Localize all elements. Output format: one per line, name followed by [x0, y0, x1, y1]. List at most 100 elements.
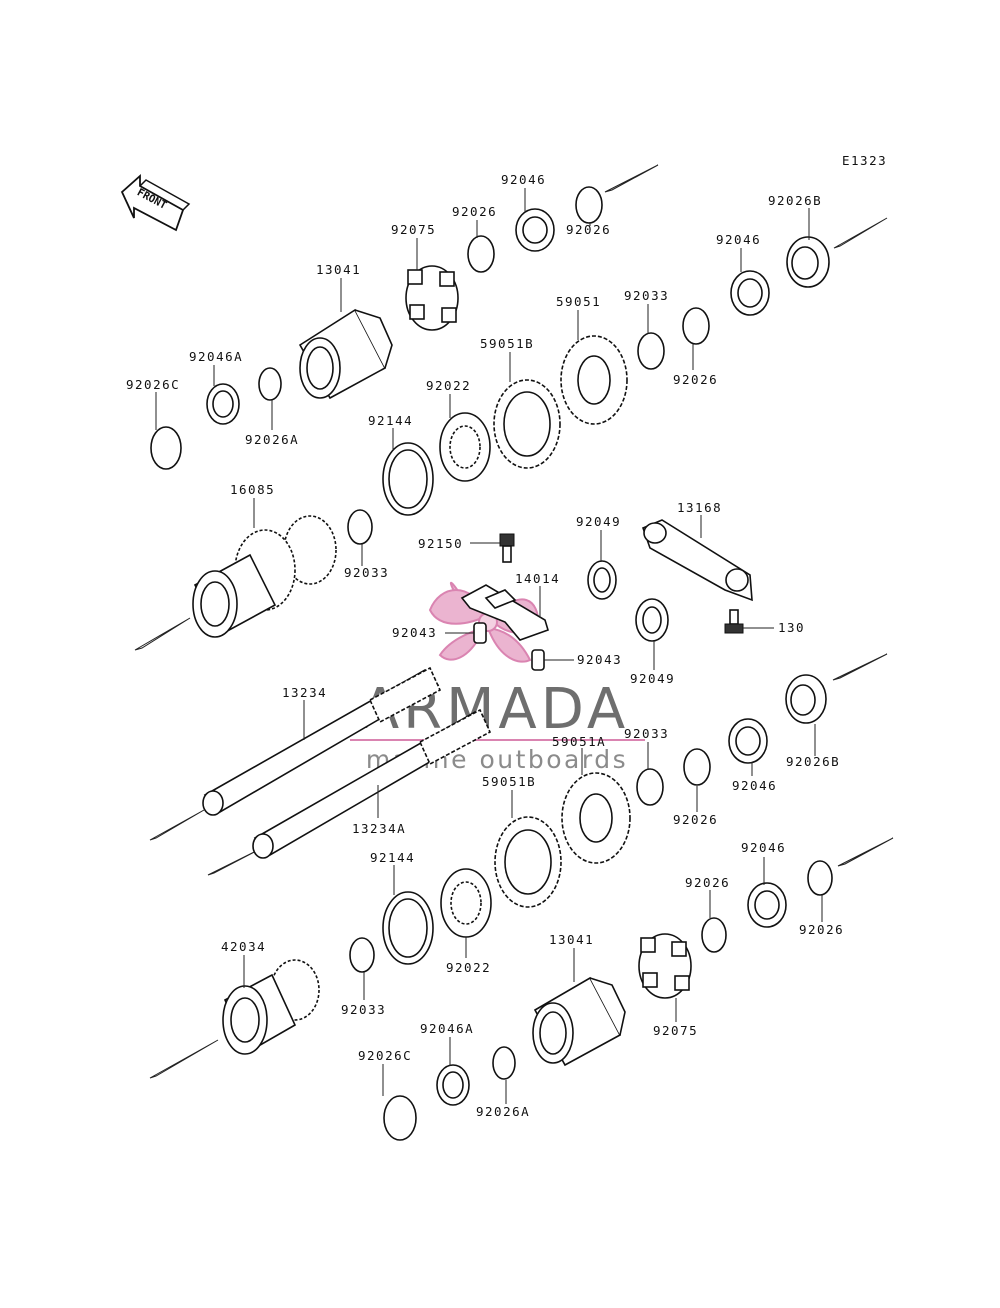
callout-59051B-top: 59051B	[480, 336, 534, 351]
part-92022-top	[439, 412, 491, 482]
callout-92033-bot: 92033	[341, 1002, 386, 1017]
callout-92033-mid2: 92033	[624, 726, 669, 741]
part-92046-top2	[730, 270, 770, 316]
callout-92075-top: 92075	[391, 222, 436, 237]
callout-13168: 13168	[677, 500, 722, 515]
part-92049-bot	[635, 598, 669, 642]
callout-92075-bot: 92075	[653, 1023, 698, 1038]
part-92033-mid1	[347, 509, 373, 545]
part-callouts: 13041 92075 92026 92046 92026 92026B 920…	[126, 172, 844, 1119]
part-92026A-bot	[492, 1046, 516, 1080]
callout-42034: 42034	[221, 939, 266, 954]
part-92026-mid	[683, 748, 711, 786]
axis-arrows	[134, 164, 894, 1079]
part-92046-top1	[515, 208, 555, 252]
part-14014	[460, 584, 549, 641]
callout-16085: 16085	[230, 482, 275, 497]
part-59051B-top	[493, 379, 561, 469]
part-59051A	[561, 772, 631, 864]
callout-59051: 59051	[556, 294, 601, 309]
callout-13234A: 13234A	[352, 821, 406, 836]
callout-92026-top3: 92026	[673, 372, 718, 387]
part-92046A-top	[206, 383, 240, 425]
part-13234	[202, 666, 442, 816]
part-92026-top2	[575, 186, 603, 224]
part-92022-bot	[440, 868, 492, 938]
callout-92043-right: 92043	[577, 652, 622, 667]
callout-92026-top2: 92026	[566, 222, 611, 237]
callout-92026-mid: 92026	[673, 812, 718, 827]
part-92026-bot1	[701, 917, 727, 953]
part-92026A-top	[258, 367, 282, 401]
callout-92022-top: 92022	[426, 378, 471, 393]
callout-92022-bot: 92022	[446, 960, 491, 975]
callout-92049-top: 92049	[576, 514, 621, 529]
part-92144-top	[382, 442, 434, 516]
callout-92026C-top: 92026C	[126, 377, 180, 392]
callout-92046A-bot: 92046A	[420, 1021, 474, 1036]
part-13234A	[252, 708, 492, 859]
part-13041-bot	[532, 976, 626, 1067]
part-92026-top1	[467, 235, 495, 273]
callout-92049-bot: 92049	[630, 671, 675, 686]
callout-13041-top: 13041	[316, 262, 361, 277]
part-13168	[641, 519, 753, 602]
callout-92033-top: 92033	[624, 288, 669, 303]
callout-92046A-top: 92046A	[189, 349, 243, 364]
callout-59051A: 59051A	[552, 734, 606, 749]
callout-59051B-bot: 59051B	[482, 774, 536, 789]
diagram-code: E1323	[842, 153, 887, 168]
part-92075-bot	[638, 933, 692, 999]
leader-lines	[155, 188, 823, 1104]
part-130	[724, 609, 744, 634]
part-92026C-top	[150, 426, 182, 470]
part-92046-bot	[747, 882, 787, 928]
callout-130: 130	[778, 620, 805, 635]
part-92144-bot	[382, 891, 434, 965]
callout-92144-top: 92144	[368, 413, 413, 428]
part-92075-top	[405, 265, 459, 331]
part-92026C-bot	[383, 1095, 417, 1141]
callout-14014: 14014	[515, 571, 560, 586]
callout-92150: 92150	[418, 536, 463, 551]
callout-92046-mid: 92046	[732, 778, 777, 793]
part-92043-right	[531, 649, 545, 671]
part-92046A-bot	[436, 1064, 470, 1106]
part-92033-bot	[349, 937, 375, 973]
callout-92033-mid1: 92033	[344, 565, 389, 580]
part-92033-mid2	[636, 768, 664, 806]
part-92046-mid	[728, 718, 768, 764]
part-59051B-bot	[494, 816, 562, 908]
part-92150	[499, 533, 515, 563]
callout-13234: 13234	[282, 685, 327, 700]
part-16085	[192, 515, 337, 638]
part-92033-top	[637, 332, 665, 370]
part-13041-top	[298, 308, 393, 400]
callout-92026B-top: 92026B	[768, 193, 822, 208]
front-arrow-icon: FRONT	[120, 173, 191, 232]
part-92049-top	[587, 560, 617, 600]
part-92026-top3	[682, 307, 710, 345]
part-92026B-mid	[785, 674, 827, 724]
callout-92026A-bot: 92026A	[476, 1104, 530, 1119]
part-92026-bot2	[807, 860, 833, 896]
callout-92026-top1: 92026	[452, 204, 497, 219]
callout-92026-bot1: 92026	[685, 875, 730, 890]
callout-92026B-mid: 92026B	[786, 754, 840, 769]
callout-92043-left: 92043	[392, 625, 437, 640]
callout-13041-bot: 13041	[549, 932, 594, 947]
callout-92046-top1: 92046	[501, 172, 546, 187]
part-59051	[560, 335, 628, 425]
part-42034	[222, 959, 320, 1055]
callout-92046-bot: 92046	[741, 840, 786, 855]
part-92026B-top	[786, 236, 830, 288]
callout-92026-bot2: 92026	[799, 922, 844, 937]
part-92043-left	[473, 622, 487, 644]
callout-92144-bot: 92144	[370, 850, 415, 865]
callout-92026C-bot: 92026C	[358, 1048, 412, 1063]
callout-92026A-top: 92026A	[245, 432, 299, 447]
callout-92046-top2: 92046	[716, 232, 761, 247]
propeller-logo-icon	[428, 581, 540, 663]
